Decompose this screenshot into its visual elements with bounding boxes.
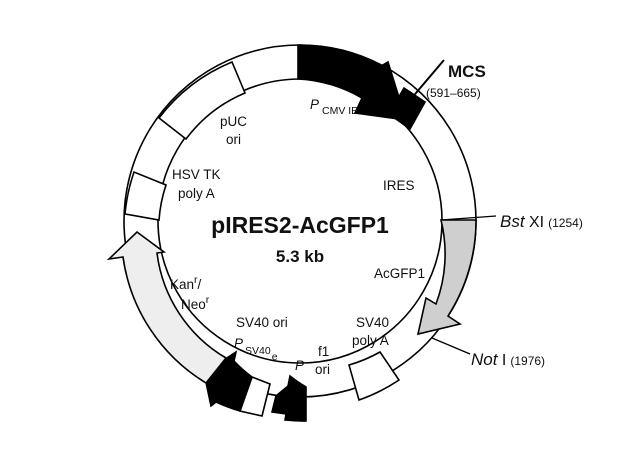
f1-label-1: f1 [318,344,329,359]
mcs-title: MCS [448,62,486,81]
kan-label: Kanr/ [170,274,202,292]
hsv-label-1: HSV TK [172,167,221,182]
mcs-leader [409,59,445,101]
plasmid-size: 5.3 kb [276,247,324,266]
bstxi-site: Bst XI(1254) [500,212,583,231]
neo-label: Neor [181,294,210,312]
f1-label-2: ori [315,362,330,377]
p-promoter-arrow [271,374,307,422]
mcs-range: (591–665) [426,86,481,100]
kan-neo-arrow [106,230,228,385]
sv40-polya-label-1: SV40 [356,315,389,330]
sv40-polya-label-2: poly A [352,333,389,348]
sv40-polya-block [348,350,401,402]
acgfp1-label: AcGFP1 [374,266,425,281]
sv40-ori-label: SV40 ori [236,315,288,330]
puc-label-2: ori [226,132,241,147]
acgfp1-arrow [416,219,477,336]
hsv-label-2: poly A [178,186,215,201]
mcs-block [387,86,427,131]
bstxi-leader [440,215,497,221]
noti-leader [431,337,471,355]
puc-ori-block [157,60,247,141]
puc-label-1: pUC [220,114,247,129]
ires-label: IRES [383,178,415,193]
p-label: P [295,358,304,373]
plasmid-name: pIRES2-AcGFP1 [211,212,389,238]
noti-site: Not I(1976) [471,350,545,369]
hsv-tk-polya-block [124,170,167,221]
